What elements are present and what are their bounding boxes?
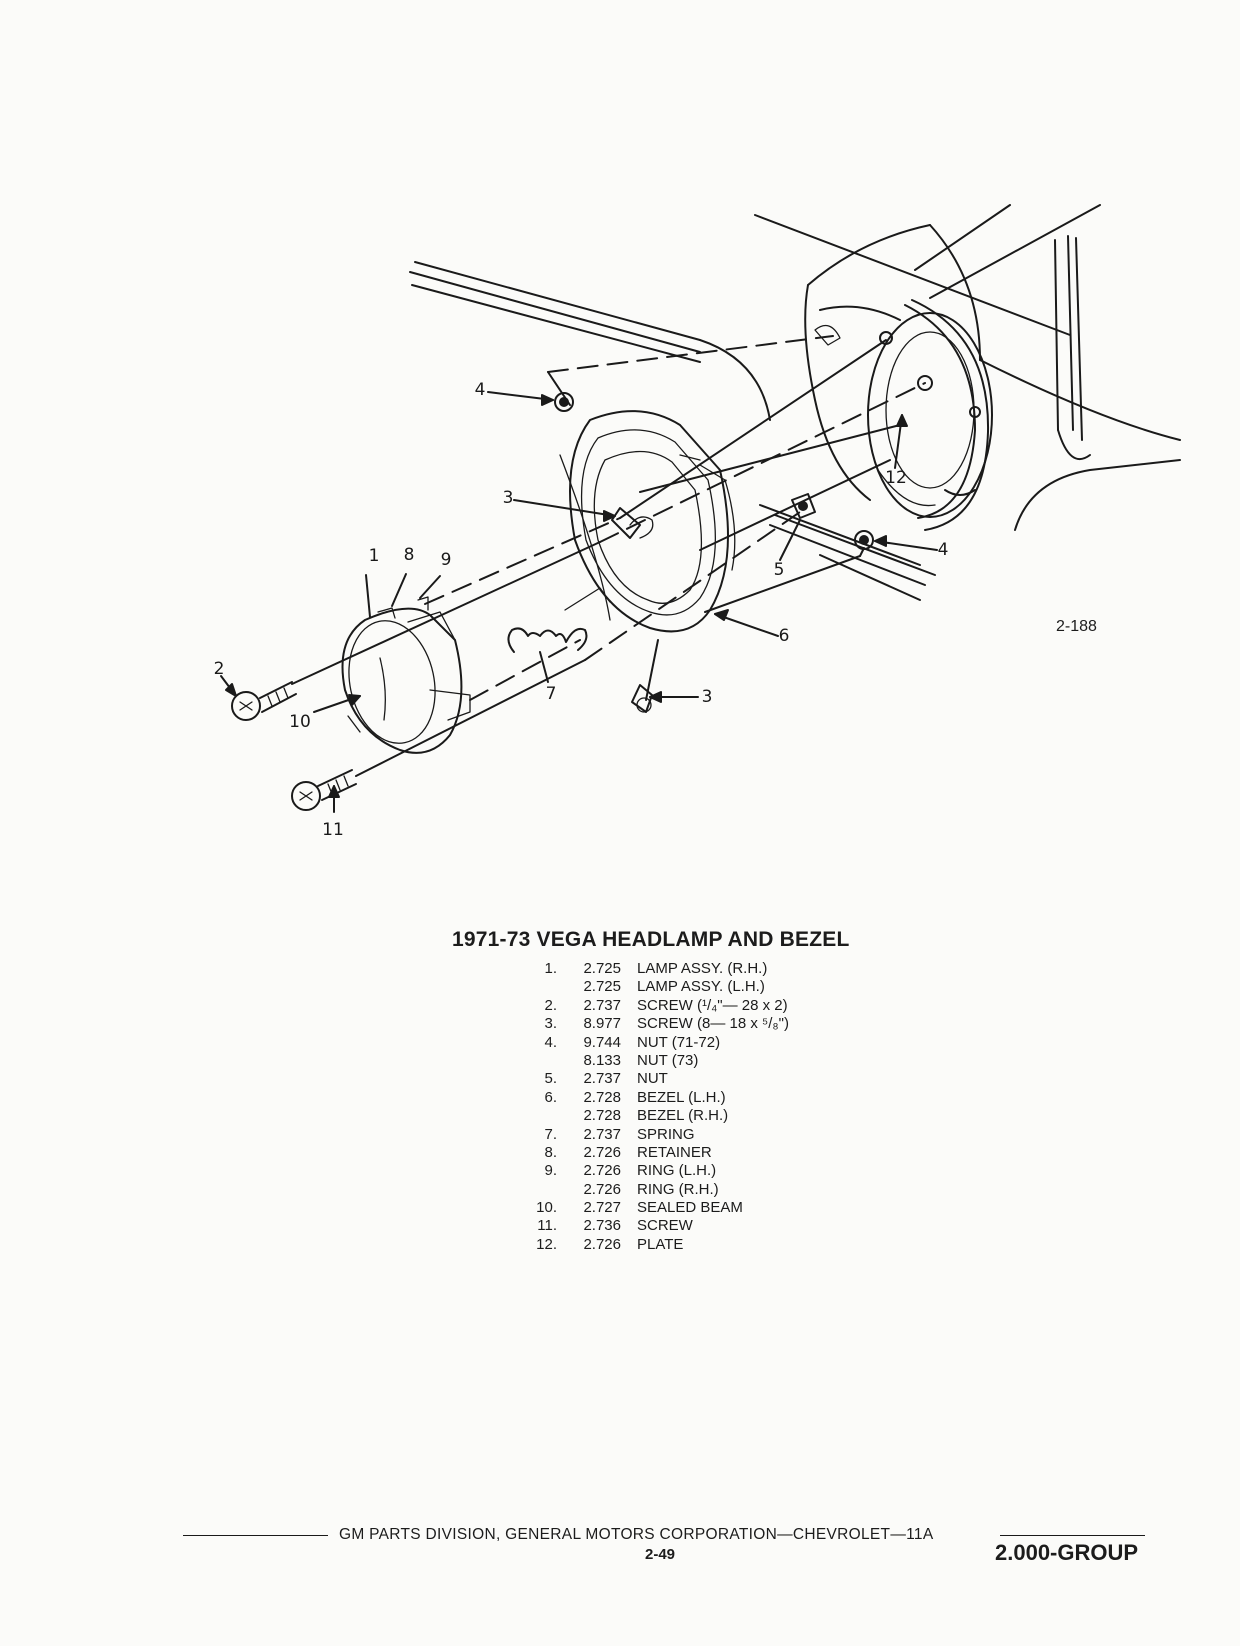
screw-item-2 — [231, 681, 297, 721]
part-code: 8.133 — [583, 1051, 621, 1069]
footer-rule-right — [1000, 1535, 1145, 1536]
callout-12: 12 — [885, 468, 907, 488]
part-code: 2.726 — [583, 1235, 621, 1253]
callout-8: 8 — [403, 545, 415, 565]
callout-11: 11 — [322, 820, 344, 840]
adjuster-rail — [759, 504, 936, 601]
part-code: 2.728 — [583, 1088, 621, 1106]
parts-row: 3. 8.977 SCREW (8— 18 x ⁵/₈") — [515, 1015, 789, 1033]
part-description: LAMP ASSY. (L.H.) — [637, 978, 765, 996]
part-code: 2.725 — [583, 960, 621, 977]
callout-2: 2 — [213, 659, 225, 679]
part-code: 9.744 — [583, 1033, 621, 1051]
part-description: BEZEL (R.H.) — [637, 1107, 729, 1125]
parts-row: 6. 2.728 BEZEL (L.H.) — [515, 1089, 789, 1107]
part-description: SCREW (8— 18 x ⁵/₈") — [637, 1015, 789, 1033]
part-number: 4. — [544, 1033, 557, 1051]
callout-9: 9 — [440, 550, 452, 570]
part-code: 2.737 — [583, 1070, 621, 1088]
page-title: 1971-73 VEGA HEADLAMP AND BEZEL — [452, 928, 850, 951]
parts-row: 9. 2.726 RING (L.H.) — [515, 1162, 789, 1180]
page-number: 2-49 — [645, 1546, 676, 1563]
part-number: 7. — [544, 1125, 557, 1143]
parts-row: 7. 2.737 SPRING — [515, 1126, 789, 1144]
part-code: 2.736 — [583, 1217, 621, 1235]
part-number: 3. — [544, 1015, 557, 1033]
part-description: SEALED BEAM — [637, 1199, 743, 1217]
part-description: RING (R.H.) — [637, 1180, 719, 1198]
callout-3-lower: 3 — [701, 687, 713, 707]
part-description: SCREW — [637, 1217, 693, 1235]
parts-row: 8.133 NUT (73) — [515, 1052, 789, 1070]
part-description: NUT (73) — [637, 1051, 699, 1069]
parts-row: 1. 2.725 LAMP ASSY. (R.H.) — [515, 960, 789, 978]
parts-row: 8. 2.726 RETAINER — [515, 1144, 789, 1162]
bezel — [559, 410, 736, 633]
part-description: LAMP ASSY. (R.H.) — [637, 960, 768, 977]
part-code: 2.737 — [583, 1125, 621, 1143]
part-description: NUT (71-72) — [637, 1033, 721, 1051]
callout-6: 6 — [778, 626, 790, 646]
part-description: RING (L.H.) — [637, 1162, 717, 1180]
part-description: PLATE — [637, 1235, 684, 1253]
figure-number: 2-188 — [1056, 618, 1097, 635]
part-number: 2. — [544, 996, 557, 1014]
part-code: 2.726 — [583, 1143, 621, 1161]
part-description: BEZEL (L.H.) — [637, 1088, 726, 1106]
parts-row: 10. 2.727 SEALED BEAM — [515, 1199, 789, 1217]
part-code: 2.727 — [583, 1199, 621, 1217]
footer-rule-left — [183, 1535, 328, 1536]
part-code: 2.725 — [583, 978, 621, 996]
callout-4: 4 — [474, 380, 486, 400]
part-number: 5. — [544, 1070, 557, 1088]
part-number: 8. — [544, 1143, 557, 1161]
leader-arrows — [220, 391, 938, 813]
nut-item-4-right — [854, 530, 874, 550]
screw-item-11 — [291, 769, 357, 811]
part-code: 2.726 — [583, 1180, 621, 1198]
alignment-lines — [291, 335, 926, 777]
parts-row: 12. 2.726 PLATE — [515, 1236, 789, 1254]
spring-item-7 — [507, 627, 588, 653]
part-number: 12. — [536, 1235, 557, 1253]
callout-5: 5 — [773, 560, 785, 580]
parts-row: 2.726 RING (R.H.) — [515, 1181, 789, 1199]
part-code: 2.737 — [583, 996, 621, 1014]
part-number: 11. — [537, 1217, 557, 1235]
parts-row: 11. 2.736 SCREW — [515, 1217, 789, 1235]
lamp-assembly — [341, 596, 471, 754]
group-label: 2.000-GROUP — [995, 1540, 1139, 1565]
part-description: NUT — [637, 1070, 668, 1088]
parts-row: 2.725 LAMP ASSY. (L.H.) — [515, 978, 789, 996]
part-number: 9. — [544, 1162, 557, 1180]
part-description: SPRING — [637, 1125, 695, 1143]
body-panel-lines — [409, 204, 1181, 531]
callout-4-right: 4 — [937, 540, 949, 560]
callout-3: 3 — [502, 488, 514, 508]
part-code: 8.977 — [583, 1015, 621, 1033]
part-number: 10. — [536, 1199, 557, 1217]
part-number: 1. — [544, 960, 557, 977]
footer-text: GM PARTS DIVISION, GENERAL MOTORS CORPOR… — [339, 1526, 934, 1543]
part-number: 6. — [544, 1088, 557, 1106]
callout-10: 10 — [289, 712, 311, 732]
part-description: RETAINER — [637, 1143, 712, 1161]
callout-7: 7 — [545, 684, 557, 704]
callout-1: 1 — [368, 546, 380, 566]
parts-row: 2. 2.737 SCREW (¹/₄"— 28 x 2) — [515, 997, 789, 1015]
parts-row: 5. 2.737 NUT — [515, 1070, 789, 1088]
parts-row: 2.728 BEZEL (R.H.) — [515, 1107, 789, 1125]
part-code: 2.726 — [583, 1162, 621, 1180]
headlamp-housing — [804, 284, 993, 531]
part-description: SCREW (¹/₄"— 28 x 2) — [637, 996, 788, 1014]
part-code: 2.728 — [583, 1107, 621, 1125]
parts-row: 4. 9.744 NUT (71-72) — [515, 1034, 789, 1052]
